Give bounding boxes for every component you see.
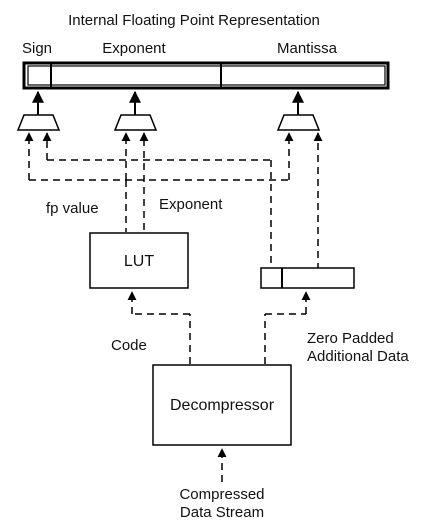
data-buffer-register: [260, 267, 355, 289]
decompressor-block: [152, 364, 292, 446]
zero-padded-label-line1: Zero Padded: [307, 330, 394, 347]
input-label-line1: Compressed: [179, 486, 264, 503]
lut-label: LUT: [124, 253, 154, 270]
diagram-title: Internal Floating Point Representation: [68, 12, 320, 29]
mantissa-mux: [276, 90, 321, 131]
lut-block: [89, 232, 189, 289]
input-label-line2: Data Stream: [180, 504, 264, 521]
exponent-signal-label: Exponent: [159, 196, 223, 213]
exponent-field-label: Exponent: [102, 40, 166, 57]
fp-value-label: fp value: [46, 200, 99, 217]
floating-point-register: [22, 61, 390, 90]
exponent-mux: [113, 90, 158, 131]
sign-mux: [16, 90, 61, 131]
code-label: Code: [111, 337, 147, 354]
sign-field-label: Sign: [22, 40, 52, 57]
mux-input-arrows: [24, 132, 323, 270]
decompressor-label: Decompressor: [170, 397, 275, 414]
zero-padded-label-line2: Additional Data: [307, 348, 409, 365]
zero-padded-path: [264, 291, 311, 364]
fp-value-bus: [47, 159, 272, 268]
code-path: [127, 291, 191, 364]
mantissa-field-label: Mantissa: [277, 40, 338, 57]
